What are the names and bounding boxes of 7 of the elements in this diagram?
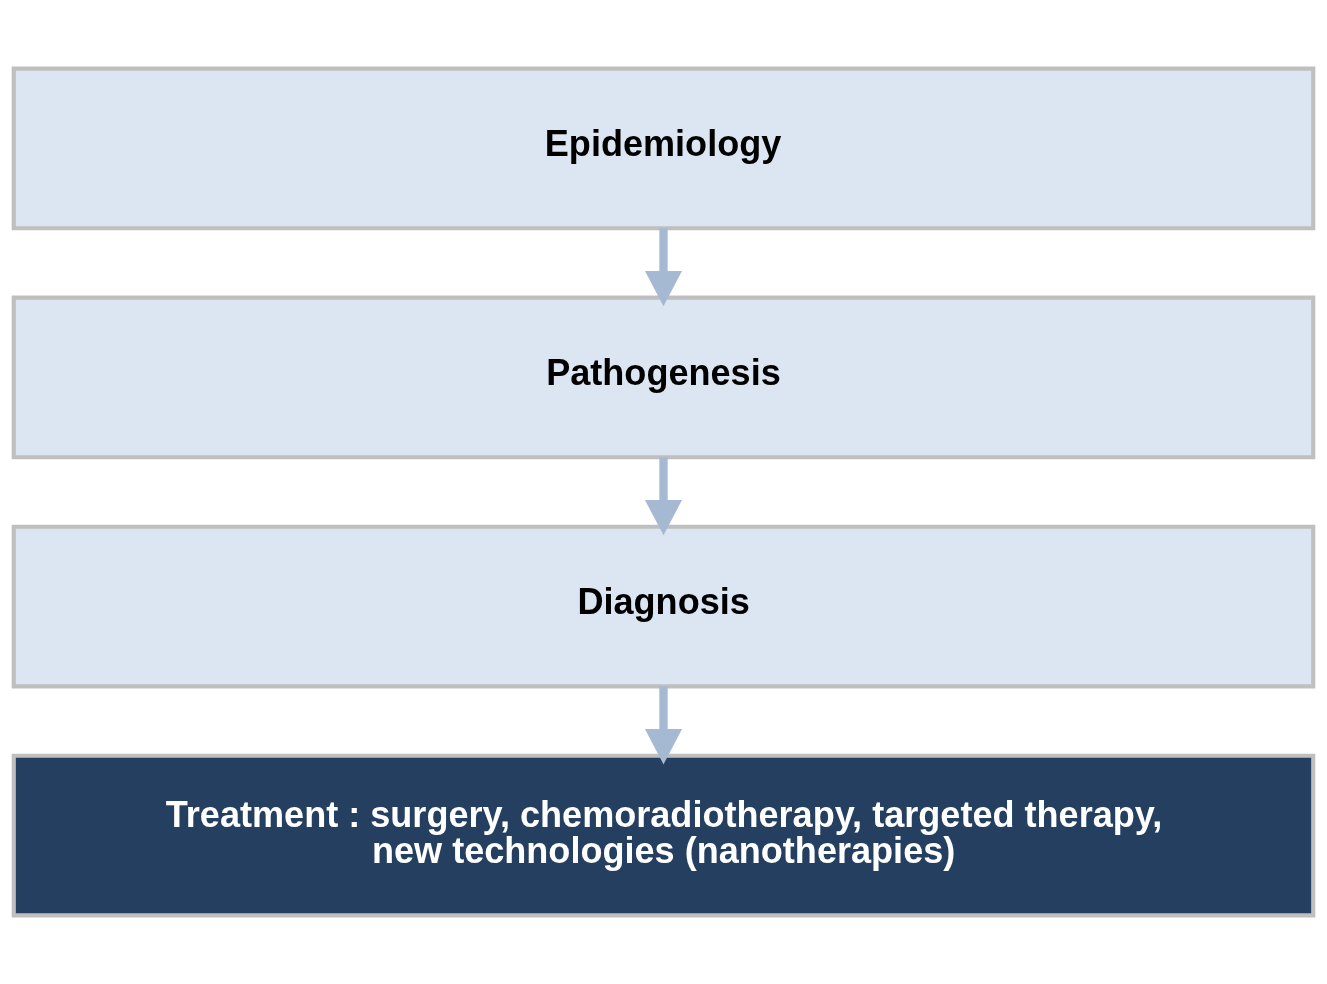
arrow <box>644 686 683 765</box>
node-box: Pathogenesis <box>11 295 1316 460</box>
arrow <box>644 228 683 307</box>
node-box: Treatment : surgery, chemoradiotherapy, targeted therapy, new technologies (nanotherapies) <box>11 753 1316 918</box>
node-box: Diagnosis <box>11 524 1316 689</box>
node-box: Epidemiology <box>11 66 1316 231</box>
arrow <box>644 457 683 536</box>
